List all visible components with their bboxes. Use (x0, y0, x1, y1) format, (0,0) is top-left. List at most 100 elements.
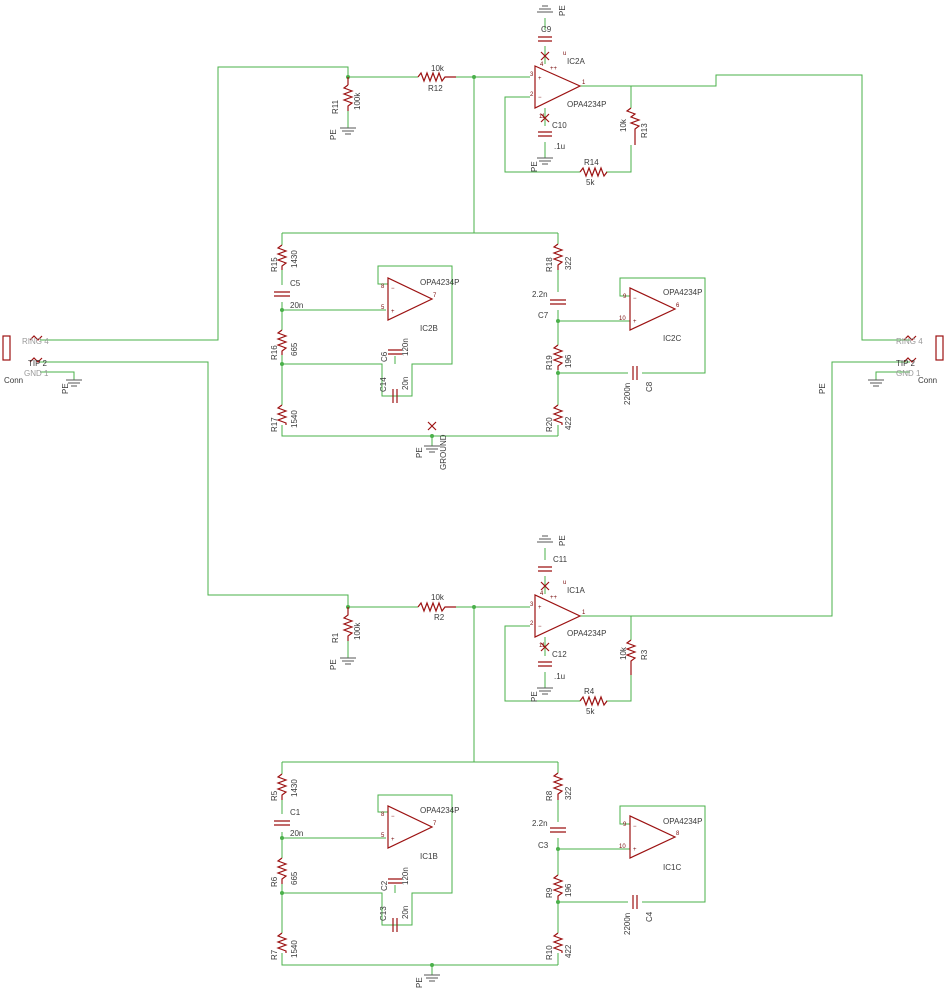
ic1c-label: IC1C (663, 863, 681, 872)
r12-value: 10k (431, 64, 445, 73)
ground-icon (66, 379, 82, 387)
c5-capacitor (274, 291, 290, 297)
r18-value: 322 (564, 256, 573, 270)
r14-resistor (579, 166, 608, 178)
c2-value: 120n (401, 867, 410, 885)
ground-icon (340, 127, 356, 135)
c14-value: 20n (401, 377, 410, 390)
pin3-label: 3 (530, 72, 534, 78)
r10-label: R10 (545, 945, 554, 960)
c5-label: C5 (290, 279, 301, 288)
bottom-opamp-stage: PE C11 u IC1A 4 ++ 3 2 + − 1 OPA4234P 11… (329, 535, 649, 716)
c12-label: C12 (552, 650, 567, 659)
c12-value: .1u (554, 672, 565, 681)
r4-label: R4 (584, 687, 595, 696)
wires (40, 18, 910, 975)
r17-value: 1540 (290, 410, 299, 428)
r11-resistor (342, 84, 354, 111)
r20-resistor (552, 404, 564, 425)
c2-label: C2 (380, 880, 389, 891)
pin4-label: 4 (540, 62, 544, 68)
ic2a-opamp (534, 65, 582, 109)
ic2c-label: IC2C (663, 334, 681, 343)
r2-value: 10k (431, 593, 445, 602)
plus-sign: + (391, 837, 395, 843)
minus-sign: − (633, 824, 637, 830)
pin4-label: 4 (540, 591, 544, 597)
pin1-label: 1 (582, 610, 586, 616)
c10-label: C10 (552, 121, 567, 130)
ground-icon (537, 687, 553, 695)
c4-capacitor (632, 895, 638, 909)
ground-pe-label: PE (415, 977, 424, 988)
ground-icon (537, 5, 553, 13)
plus-sign: + (538, 76, 542, 82)
ground-icon (424, 974, 440, 982)
r6-value: 665 (290, 871, 299, 885)
r4-resistor (579, 695, 608, 707)
right-pe-label: PE (818, 383, 827, 394)
right-gnd-label: GND 1 (896, 369, 921, 378)
c10-pe-label: PE (530, 161, 539, 172)
c10-value: .1u (554, 142, 565, 151)
r7-resistor (276, 932, 288, 953)
left-pe-label: PE (61, 383, 70, 394)
ic1b-pin7: 7 (433, 821, 437, 827)
c7-label: C7 (538, 311, 549, 320)
minus-sign: − (633, 296, 637, 302)
r15-value: 1430 (290, 250, 299, 268)
r14-value: 5k (586, 178, 595, 187)
ic2c-part-label: OPA4234P (663, 288, 702, 297)
ic2b-pin5: 5 (381, 305, 385, 311)
r16-value: 665 (290, 342, 299, 356)
c13-label: C13 (379, 906, 388, 921)
ground-icon (868, 379, 884, 387)
r12-label: R12 (428, 84, 443, 93)
r17-label: R17 (270, 417, 279, 432)
ic1a-opamp (534, 594, 582, 638)
r18-resistor (552, 243, 564, 270)
ic1b-opamp (387, 805, 434, 849)
left-connector: RING 4 TIP 2 GND 1 Conn PE (2, 335, 82, 394)
opamp-part-label: OPA4234P (567, 100, 606, 109)
r16-label: R16 (270, 345, 279, 360)
ic2b-opamp (387, 277, 434, 321)
plus-sign: + (391, 309, 395, 315)
ic1c-pin9: 9 (623, 822, 627, 828)
minus-sign: − (538, 95, 542, 101)
c1-value: 20n (290, 829, 303, 838)
r2-resistor (417, 601, 456, 613)
r12-resistor (417, 71, 456, 83)
ground-icon (424, 445, 440, 453)
pin-u-label: u (563, 580, 566, 586)
ground-icon (340, 657, 356, 665)
left-conn-label: Conn (4, 376, 23, 385)
ic1b-pin5: 5 (381, 833, 385, 839)
ic1a-label: IC1A (567, 586, 585, 595)
r1-resistor (342, 607, 354, 641)
ic2c-pin10: 10 (619, 316, 626, 322)
r9-resistor (552, 874, 564, 900)
r11-label: R11 (331, 99, 340, 114)
c14-label: C14 (379, 377, 388, 392)
ic2c-opamp (629, 287, 677, 331)
ic1c-part-label: OPA4234P (663, 817, 702, 826)
right-ring-label: RING 4 (896, 337, 923, 346)
c7-value: 2.2n (532, 290, 548, 299)
left-ring-label: RING 4 (22, 337, 49, 346)
r2-label: R2 (434, 613, 445, 622)
right-jack-body (935, 335, 944, 361)
c1-label: C1 (290, 808, 301, 817)
r13-label: R13 (640, 123, 649, 138)
c3-label: C3 (538, 841, 549, 850)
nc-mark-icon (540, 51, 550, 61)
right-conn-label: Conn (918, 376, 937, 385)
c7-capacitor (550, 299, 566, 305)
minus-sign: − (391, 814, 395, 820)
ground-label: GROUND (439, 434, 448, 470)
r7-value: 1540 (290, 940, 299, 958)
nc-mark-icon (540, 642, 550, 652)
ic1b-part-label: OPA4234P (420, 806, 459, 815)
c11-pe-label: PE (558, 535, 567, 546)
r19-label: R19 (545, 355, 554, 370)
